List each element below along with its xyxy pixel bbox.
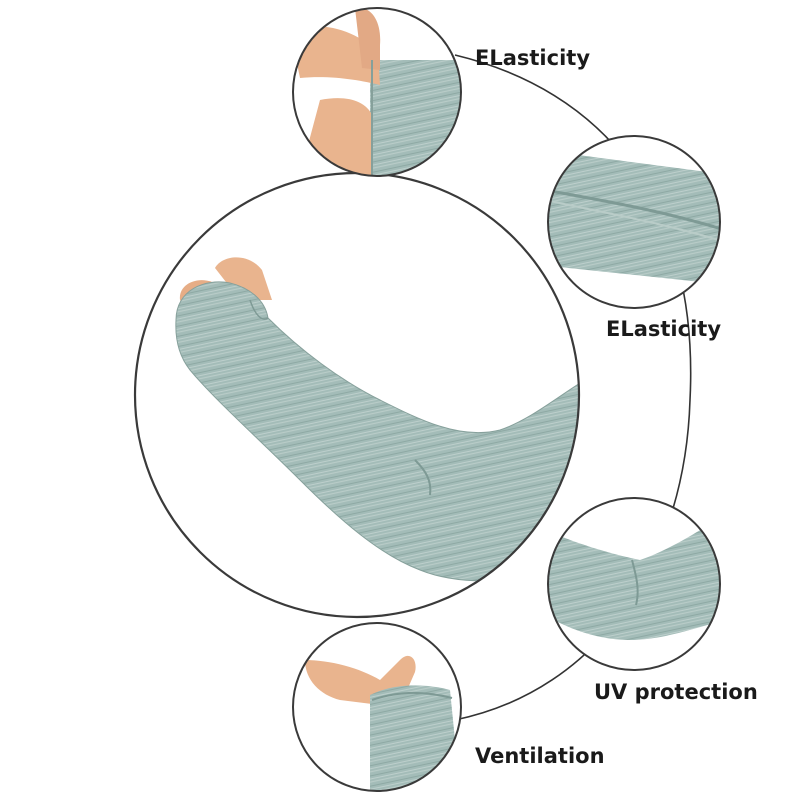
feature-label-elasticity-1: ELasticity (475, 46, 591, 70)
feature-label-uv-protection: UV protection (594, 680, 758, 704)
feature-image-uv-protection (547, 497, 721, 671)
connector-arc (454, 54, 692, 721)
feature-image-elasticity-seam (547, 135, 721, 309)
feature-label-elasticity-2: ELasticity (606, 317, 722, 341)
feature-image-ventilation (292, 622, 462, 792)
feature-label-ventilation: Ventilation (475, 744, 605, 768)
feature-image-elasticity-stretch (292, 7, 462, 177)
main-arm-image (133, 171, 581, 619)
